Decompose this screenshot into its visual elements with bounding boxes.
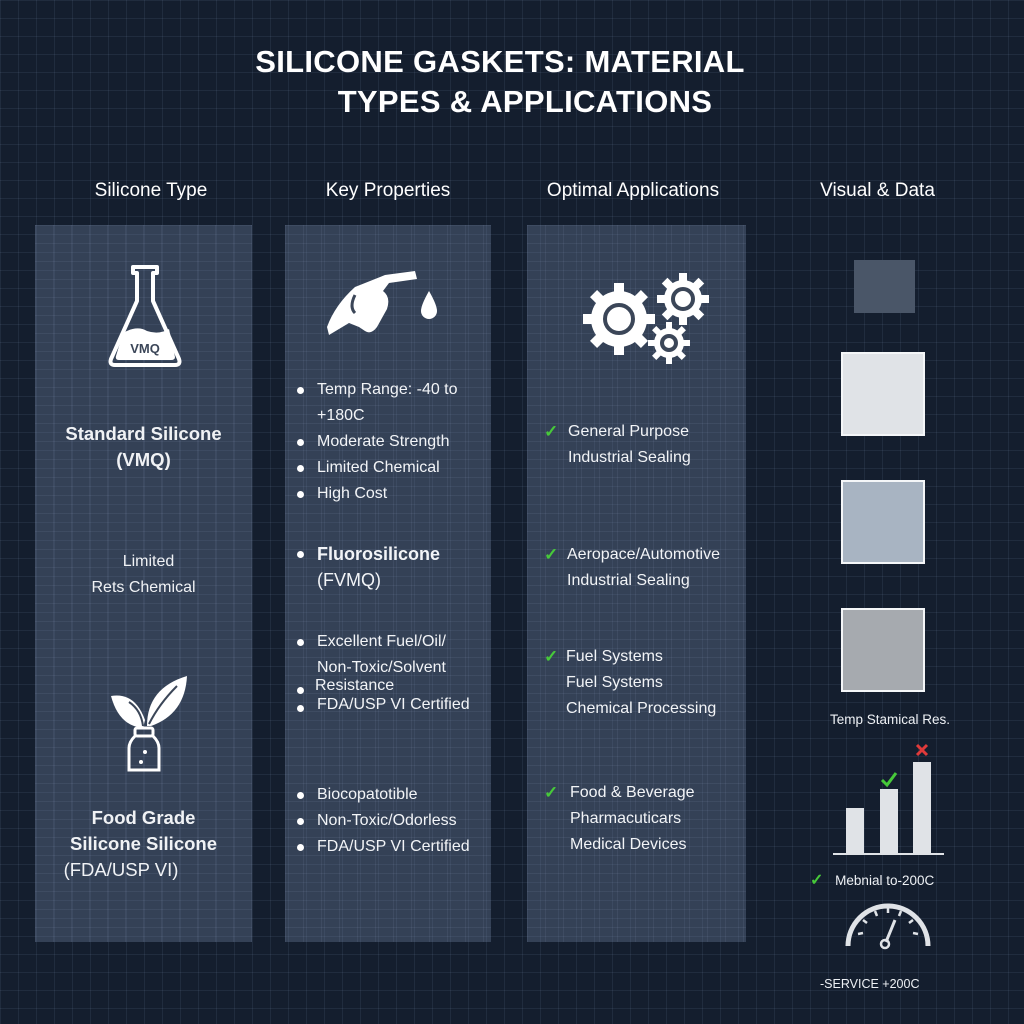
standard-silicone-name: Standard Silicone (VMQ) <box>35 421 252 473</box>
application-line: Fuel Systems <box>566 674 663 691</box>
application-line: Pharmacuticars <box>570 810 682 827</box>
swatch-gray <box>841 608 925 692</box>
food-grade-name: Food Grade Silicone Silicone (FDA/USP VI… <box>35 805 252 883</box>
limited-chemical-note: Limited Rets Chemical <box>35 549 252 601</box>
check-icon: ✓ <box>544 647 559 666</box>
swatch-caption: Temp Stamical Res. <box>829 712 951 727</box>
swatch-blue-gray <box>841 480 925 564</box>
property-item: Biocopatotible <box>295 782 485 808</box>
title-line-1: SILICONE GASKETS: MATERIAL <box>255 44 745 79</box>
column-header-optimal-applications: Optimal Applications <box>546 180 720 201</box>
food-grade-line-2: Silicone Silicone <box>69 833 217 854</box>
application-group: ✓ Aeropace/Automotive Industrial Sealing <box>544 542 746 594</box>
optimal-applications-panel: ✓ General Purpose Industrial Sealing ✓ A… <box>527 225 746 942</box>
fluorosilicone-title: Fluorosilicone (FVMQ) <box>295 541 485 593</box>
page-title: SILICONE GASKETS: MATERIAL TYPES & APPLI… <box>0 42 1000 122</box>
fluorosilicone-heading: Fluorosilicone (FVMQ) <box>295 541 485 593</box>
standard-silicone-line-2: (VMQ) <box>116 449 171 470</box>
food-grade-properties-list: Biocopatotible Non-Toxic/Odorless FDA/US… <box>295 782 485 860</box>
property-item: Limited Chemical <box>295 455 485 481</box>
check-icon: ✓ <box>544 783 559 802</box>
property-item: High Cost <box>295 481 485 507</box>
limited-line-2: Rets Chemical <box>91 579 196 596</box>
application-group: ✓ Fuel Systems Fuel Systems Chemical Pro… <box>544 644 744 722</box>
silicone-type-panel: VMQ Standard Silicone (VMQ) Limited Rets… <box>35 225 252 942</box>
title-line-2: TYPES & APPLICATIONS <box>337 84 713 119</box>
column-header-key-properties: Key Properties <box>325 180 451 201</box>
application-line: Medical Devices <box>570 836 687 853</box>
bar-2 <box>880 789 898 854</box>
application-line: Food & Beverage <box>570 784 695 801</box>
column-header-visual-data: Visual & Data <box>820 180 935 201</box>
check-icon: ✓ <box>544 545 559 564</box>
application-line: Industrial Sealing <box>567 572 690 589</box>
food-grade-line-3: (FDA/USP VI) <box>63 859 179 880</box>
application-line: Fuel Systems <box>566 648 663 665</box>
check-icon: ✓ <box>544 422 559 441</box>
property-item: FDA/USP VI Certified <box>295 834 485 860</box>
standard-properties-list: Temp Range: -40 to +180C Moderate Streng… <box>295 377 485 507</box>
gauge-icon <box>842 900 934 952</box>
fluorosilicone-line-1: Fluorosilicone <box>317 544 441 564</box>
column-header-silicone-type: Silicone Type <box>94 180 208 201</box>
standard-silicone-line-1: Standard Silicone <box>65 423 222 444</box>
property-item: Non-Toxic/Odorless <box>295 808 485 834</box>
flask-icon: VMQ <box>107 263 183 371</box>
limited-line-1: Limited <box>122 553 175 570</box>
application-line: Chemical Processing <box>566 700 717 717</box>
fluorosilicone-line-2: (FVMQ) <box>317 570 381 590</box>
swatch-white <box>841 352 925 436</box>
application-line: Industrial Sealing <box>568 449 691 466</box>
application-line: General Purpose <box>568 423 689 440</box>
gears-icon <box>583 273 713 369</box>
bar-chart <box>830 740 950 860</box>
fluorosilicone-properties-list: Excellent Fuel/Oil/ Non-Toxic/Solvent Re… <box>295 629 485 715</box>
bar-3 <box>913 762 931 854</box>
bar-1 <box>846 808 864 854</box>
property-item: FDA/USP VI Certified <box>295 695 485 715</box>
key-properties-panel: Temp Range: -40 to +180C Moderate Streng… <box>285 225 491 942</box>
gauge-caption: -SERVICE +200C <box>820 977 920 991</box>
food-grade-line-1: Food Grade <box>91 807 196 828</box>
application-group: ✓ General Purpose Industrial Sealing <box>544 419 744 471</box>
property-item: Temp Range: -40 to +180C <box>295 377 485 429</box>
cross-icon <box>915 743 929 757</box>
property-item: Excellent Fuel/Oil/ Non-Toxic/Solvent <box>295 629 485 681</box>
property-item: Moderate Strength <box>295 429 485 455</box>
application-group: ✓ Food & Beverage Pharmacuticars Medical… <box>544 780 744 858</box>
bar-caption: ✓ Mebnial to-200C <box>810 870 980 890</box>
check-icon: ✓ <box>810 872 824 889</box>
bar-caption-text: Mebnial to-200C <box>835 873 935 888</box>
swatch-translucent <box>854 260 915 313</box>
check-icon <box>880 772 898 788</box>
leaf-bottle-icon <box>107 670 187 775</box>
property-item-cont: Resistance <box>295 677 485 695</box>
application-line: Aeropace/Automotive <box>567 546 720 563</box>
fuel-nozzle-icon <box>325 265 445 340</box>
svg-text:VMQ: VMQ <box>130 341 160 356</box>
